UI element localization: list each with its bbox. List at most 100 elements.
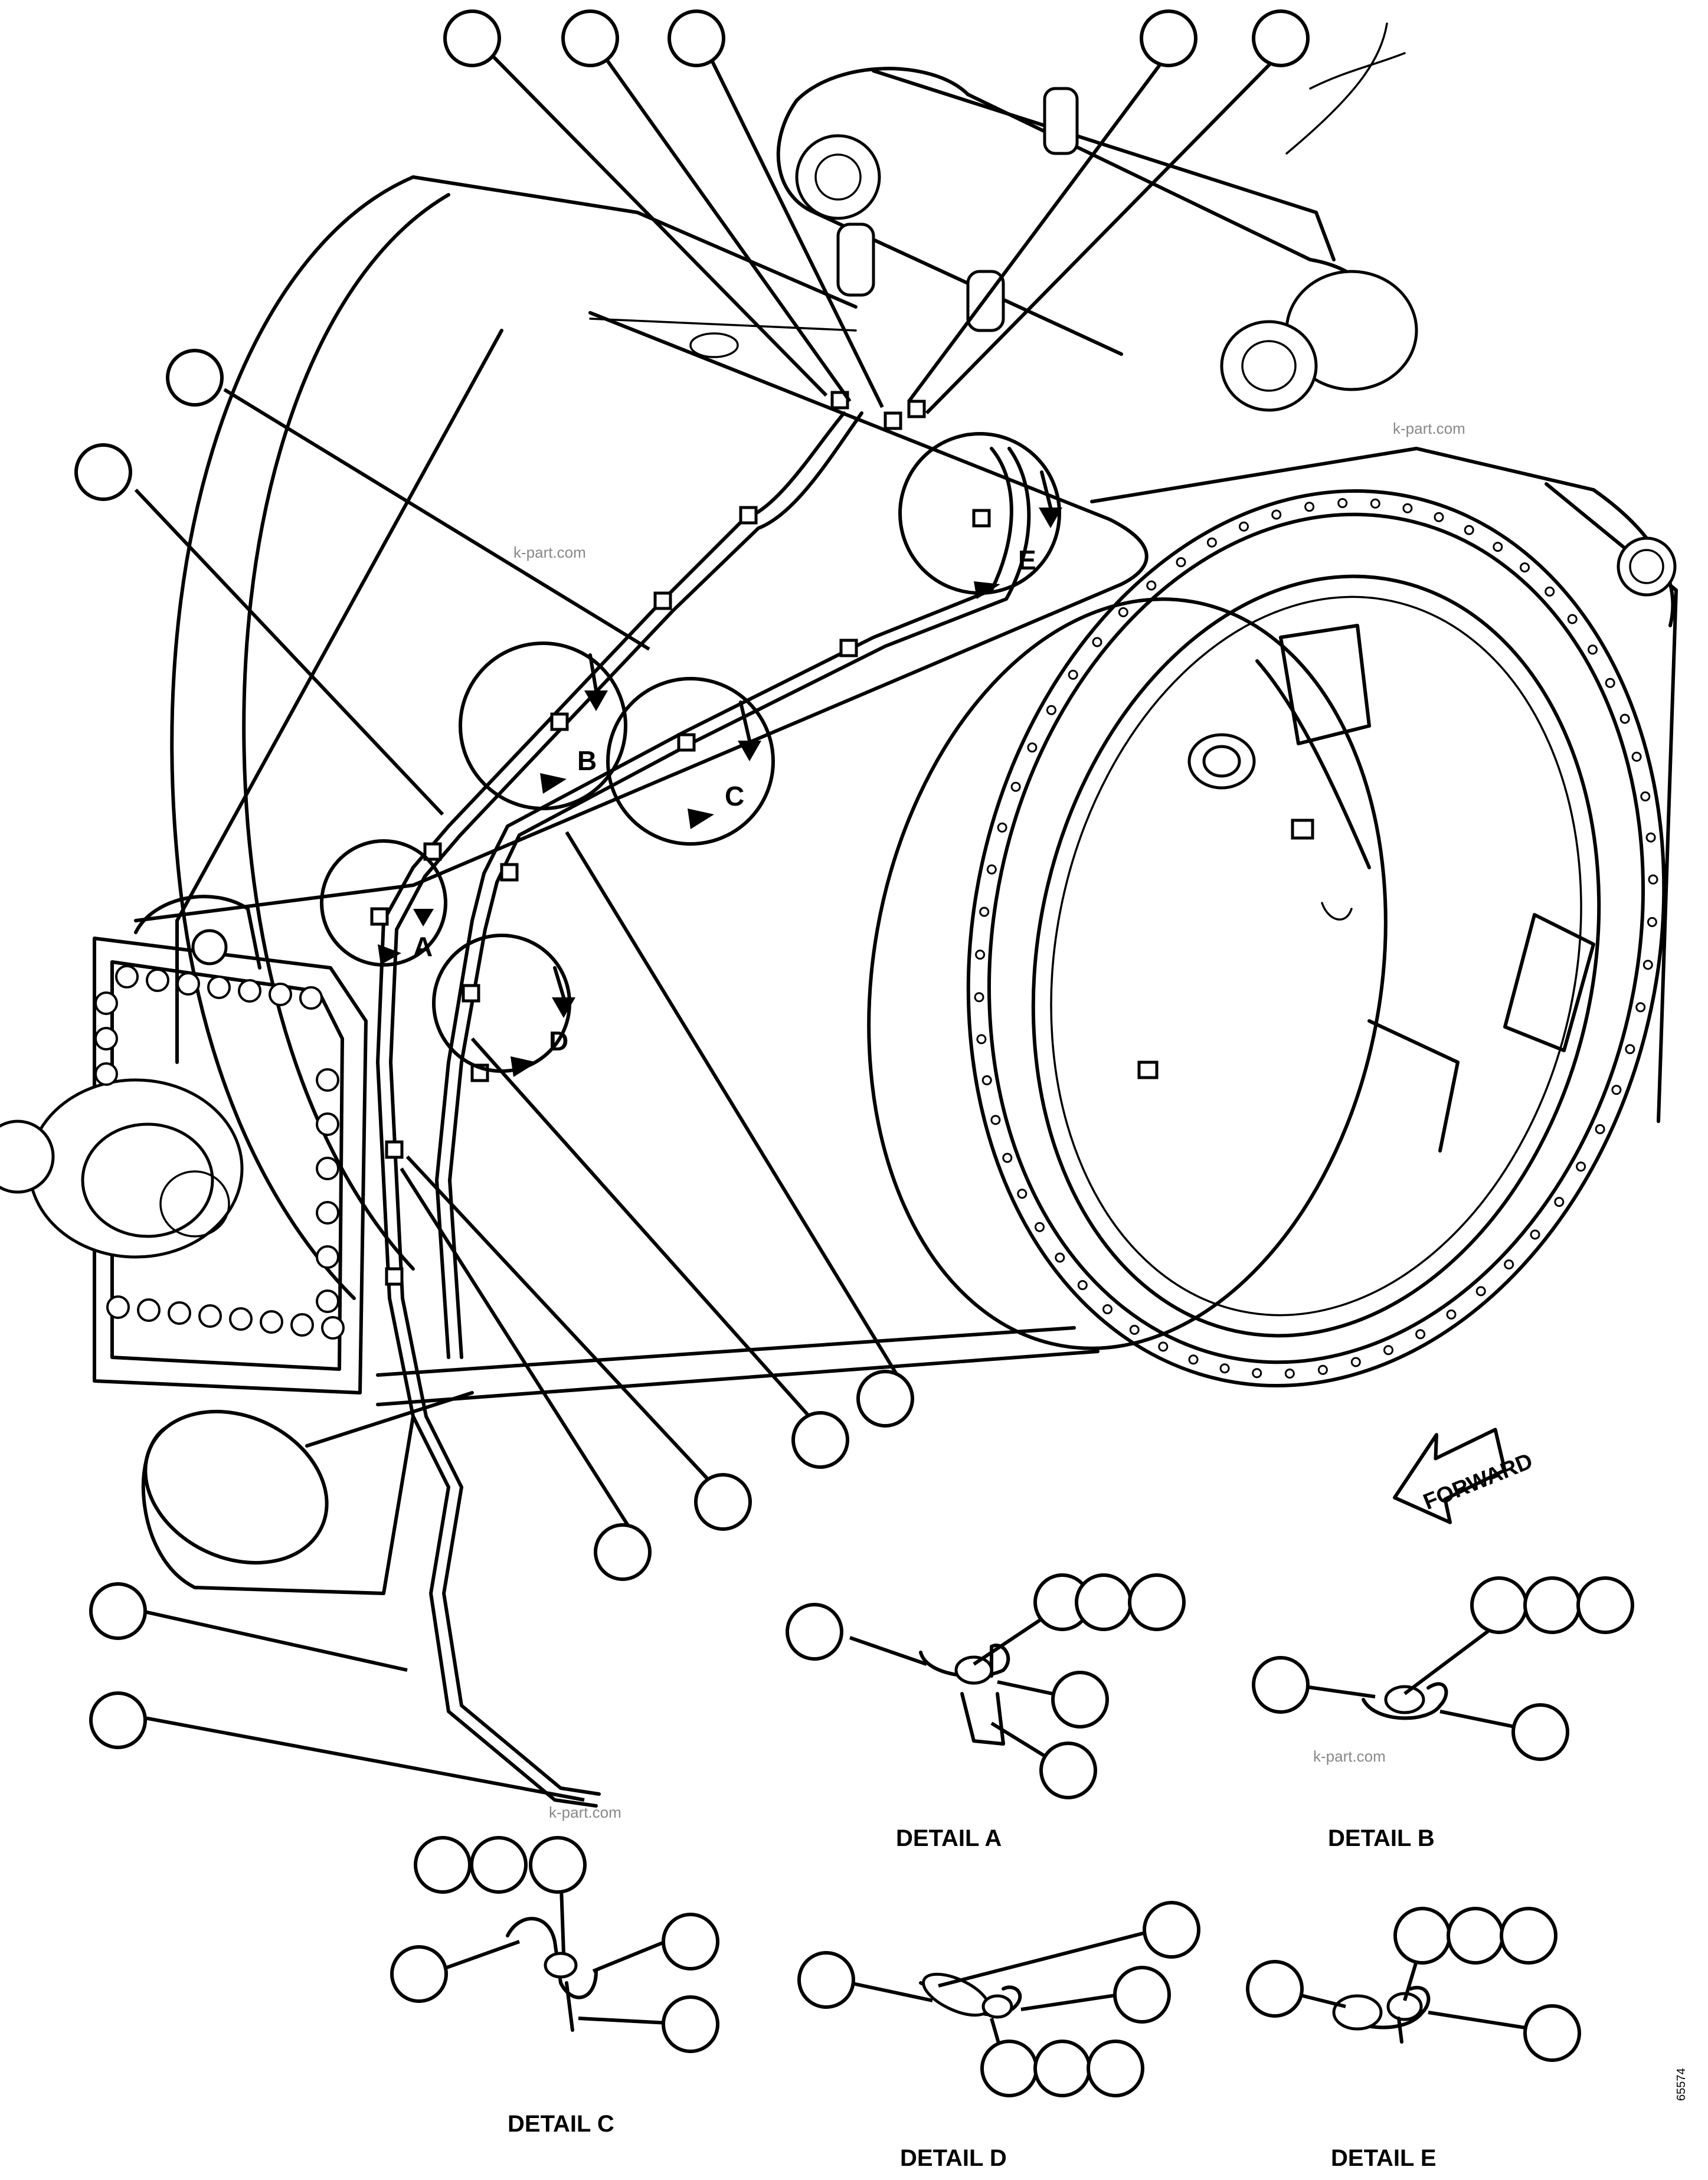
bolt-hole: [1642, 960, 1653, 970]
detail-marker-a: A: [413, 931, 433, 962]
bolt-hole: [1595, 1124, 1605, 1134]
bolt-hole: [1206, 537, 1217, 548]
bolt-hole: [1648, 874, 1658, 885]
bolt-hole: [1588, 644, 1598, 655]
watermark: k-part.com: [549, 1803, 621, 1821]
cover-bolt: [137, 1298, 161, 1322]
bolt-hole: [1605, 677, 1615, 688]
detail-marker-d: D: [549, 1026, 568, 1056]
cover-bolt: [260, 1310, 283, 1334]
bolt-hole: [986, 864, 997, 875]
cover-bolt: [115, 965, 139, 988]
bolt-hole: [1493, 542, 1503, 552]
bolt-hole: [1118, 607, 1128, 617]
cover-bolt: [290, 1313, 314, 1337]
cover-bolt: [321, 1316, 345, 1340]
bolt-hole: [1647, 916, 1657, 927]
bolt-hole: [1092, 637, 1102, 647]
bolt-hole: [1545, 586, 1555, 597]
drawing-id: 65574: [1675, 2068, 1688, 2101]
detail-b: DETAIL B: [1252, 1576, 1634, 1851]
detail-marker-b: B: [577, 745, 597, 776]
bolt-hole: [1102, 1304, 1113, 1314]
cover-bolt: [94, 1062, 118, 1086]
watermark: k-part.com: [1313, 1747, 1386, 1765]
cover-bolt: [229, 1307, 253, 1331]
bolt-hole: [979, 906, 990, 917]
bolt-hole: [1625, 1044, 1635, 1055]
bolt-hole: [1188, 1354, 1199, 1365]
bolt-hole: [1645, 832, 1656, 843]
bolt-hole: [1619, 713, 1630, 724]
bolt-hole: [1567, 614, 1578, 624]
leader-lines: [134, 51, 1282, 1802]
flange-bolt-holes: [974, 498, 1658, 1379]
detail-c: DETAIL C: [390, 1836, 719, 2137]
bolt-hole: [1252, 1368, 1262, 1379]
bolt-hole: [1146, 580, 1157, 591]
detail-a-caption: DETAIL A: [896, 1825, 1002, 1851]
bolt-hole: [1304, 502, 1315, 512]
hose-lines: [376, 411, 1031, 1808]
bolt-hole: [1158, 1341, 1169, 1352]
bolt-hole: [1402, 503, 1413, 513]
bolt-hole: [1415, 1329, 1426, 1340]
bolt-hole: [1046, 705, 1056, 715]
bolt-hole: [1520, 562, 1530, 572]
cover-bolt: [238, 979, 261, 1003]
main-housing: [134, 175, 1149, 1406]
bolt-hole: [1464, 525, 1474, 535]
cover-bolt: [94, 991, 118, 1015]
cover-bolt: [316, 1245, 339, 1269]
bolt-hole: [1504, 1259, 1514, 1270]
detail-c-caption: DETAIL C: [508, 2111, 614, 2137]
cover-bolt: [168, 1301, 191, 1325]
bolt-hole: [1383, 1345, 1393, 1356]
cover-bolt: [207, 976, 231, 999]
cover-bolts: [94, 965, 345, 1340]
bolt-hole: [1219, 1363, 1230, 1374]
bolt-hole: [1317, 1364, 1328, 1375]
bolt-hole: [1284, 1369, 1295, 1379]
front-ring-flange: [867, 447, 1678, 1387]
bolt-hole: [1027, 742, 1038, 753]
bolt-hole: [975, 950, 986, 960]
cover-bolt: [146, 968, 169, 992]
bolt-hole: [1271, 509, 1282, 520]
bolt-hole: [974, 992, 984, 1003]
bolt-hole: [990, 1115, 1001, 1125]
detail-marker-c: C: [725, 781, 744, 811]
cover-bolt: [316, 1201, 339, 1225]
bolt-hole: [997, 822, 1007, 833]
bolt-hole: [1035, 1222, 1045, 1232]
bolt-hole: [1350, 1357, 1361, 1367]
cover-bolt: [316, 1112, 339, 1136]
equalizer-bar: [689, 22, 1418, 412]
cover-bolt: [316, 1068, 339, 1092]
bolt-hole: [1530, 1229, 1540, 1240]
cover-bolt: [198, 1304, 222, 1328]
bolt-hole: [1640, 791, 1651, 801]
watermark: k-part.com: [1393, 420, 1465, 437]
bolt-hole: [1434, 512, 1444, 522]
bolt-hole: [1017, 1189, 1028, 1199]
cover-bolt: [269, 983, 292, 1006]
bolt-hole: [1129, 1324, 1140, 1335]
detail-letters: E B C A D: [413, 545, 1036, 1056]
cover-bolt: [176, 972, 200, 996]
bolt-hole: [1635, 1002, 1646, 1013]
cover-bolt: [94, 1027, 118, 1050]
cover-bolt: [299, 986, 323, 1010]
detail-b-caption: DETAIL B: [1328, 1825, 1435, 1851]
bolt-hole: [1370, 498, 1380, 509]
cover-bolt: [316, 1157, 339, 1180]
detail-a: DETAIL A: [786, 1573, 1186, 1851]
bolt-hole: [1239, 521, 1249, 532]
callout-bubbles-main: [74, 9, 1310, 1749]
bolt-hole: [1576, 1161, 1586, 1172]
final-drive-cover: [0, 895, 474, 1595]
bolt-hole: [1446, 1309, 1457, 1320]
detail-e-caption: DETAIL E: [1331, 2145, 1437, 2171]
detail-e: DETAIL E: [1246, 1907, 1581, 2171]
